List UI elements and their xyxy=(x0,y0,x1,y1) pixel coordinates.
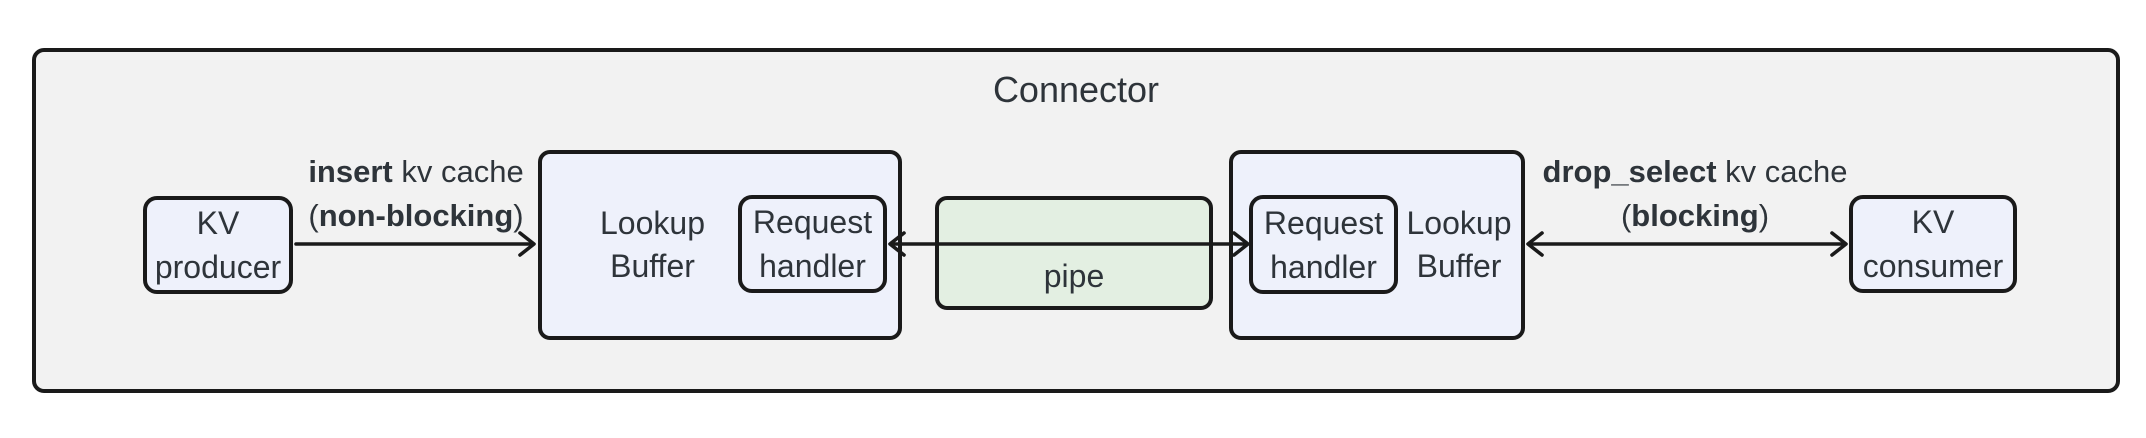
kv-consumer-node: KV consumer xyxy=(1849,195,2017,293)
connector-title: Connector xyxy=(992,69,1160,110)
kv-consumer-label-line2: consumer xyxy=(1862,248,2004,284)
lookup-buffer-right-label: Lookup Buffer xyxy=(1406,205,1512,284)
request-handler-right-node: Request handler xyxy=(1249,195,1398,294)
lookup-buffer-left-label: Lookup Buffer xyxy=(600,205,705,284)
drop-select-arrow xyxy=(1526,231,1848,257)
drop-select-edge-label-line2: (blocking) xyxy=(1620,198,1770,233)
pipe-node: pipe xyxy=(935,196,1213,310)
kv-producer-label-line1: KV xyxy=(196,205,240,241)
kv-consumer-label-line1: KV xyxy=(1911,204,1955,240)
kv-producer-node: KV producer xyxy=(143,196,293,294)
insert-edge-label: insert kv cache (non-blocking) xyxy=(276,150,556,238)
drop-select-edge-label-line1: drop_select kv cache xyxy=(1542,154,1848,189)
insert-arrow xyxy=(294,231,536,257)
kv-producer-label-line2: producer xyxy=(154,249,282,285)
drop-select-edge-label: drop_select kv cache (blocking) xyxy=(1528,150,1862,238)
insert-edge-label-line1: insert kv cache xyxy=(308,154,524,189)
insert-edge-label-line2: (non-blocking) xyxy=(308,198,524,233)
pipe-label: pipe xyxy=(1043,258,1105,294)
pipe-arrow xyxy=(888,231,1250,257)
request-handler-left-node: Request handler xyxy=(738,195,887,293)
